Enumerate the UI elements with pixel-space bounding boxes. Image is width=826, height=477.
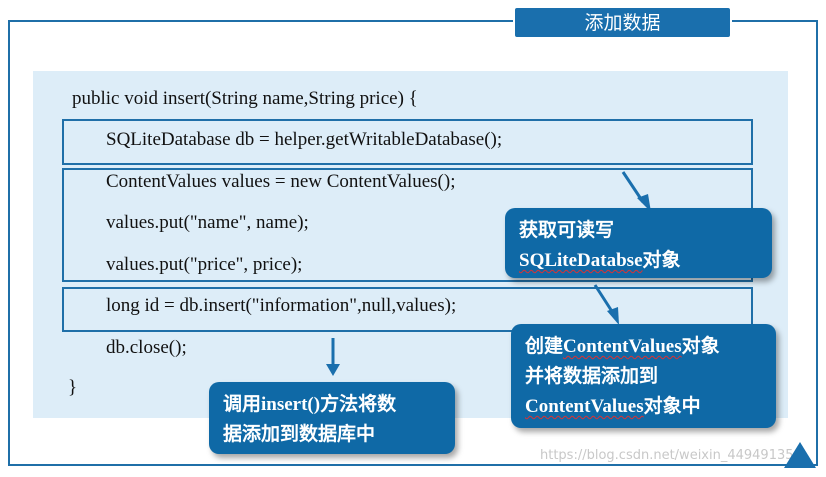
callout-cv-line1-prefix: 创建: [525, 336, 564, 357]
watermark: https://blog.csdn.net/weixin_44949135: [540, 448, 794, 463]
callout-readable-db-emph: SQLiteDatabse: [519, 250, 643, 271]
callout-cv-line3-suffix: 对象中: [643, 396, 701, 417]
code-line-put-name: values.put("name", name);: [106, 212, 309, 233]
callout-cv-line3: ContentValues对象中: [525, 392, 766, 422]
callout-cv-line1-emph: ContentValues: [563, 336, 682, 357]
callout-cv-line2: 并将数据添加到: [525, 366, 659, 387]
callout-readable-db-line2: SQLiteDatabse对象: [519, 246, 762, 276]
code-closing-brace: }: [68, 377, 78, 398]
callout-cv-line3-emph: ContentValues: [525, 396, 644, 417]
callout-insert-method: 调用insert()方法将数 据添加到数据库中: [209, 382, 455, 454]
callout-cv-line1-suffix: 对象: [681, 336, 720, 357]
code-signature: public void insert(String name,String pr…: [72, 88, 418, 109]
callout-readable-db-rest: 对象: [642, 250, 681, 271]
code-line-db: SQLiteDatabase db = helper.getWritableDa…: [106, 129, 503, 150]
highlight-box-db: [62, 119, 753, 165]
callout-readable-db: 获取可读写 SQLiteDatabse对象: [505, 208, 772, 278]
callout-content-values: 创建ContentValues对象 并将数据添加到 ContentValues对…: [511, 324, 776, 428]
code-line-insert: long id = db.insert("information",null,v…: [106, 295, 457, 316]
slide-title: 添加数据: [513, 6, 732, 39]
callout-insert-line2: 据添加到数据库中: [223, 424, 376, 445]
callout-cv-line1: 创建ContentValues对象: [525, 332, 766, 362]
highlight-box-insert: [62, 287, 753, 332]
corner-triangle-icon: [784, 442, 816, 468]
callout-readable-db-line1: 获取可读写: [519, 220, 615, 241]
arrow-to-db-callout: [621, 171, 651, 212]
code-line-close: db.close();: [106, 337, 187, 358]
code-line-values: ContentValues values = new ContentValues…: [106, 171, 456, 192]
code-line-put-price: values.put("price", price);: [106, 254, 303, 275]
arrow-to-insert-callout: [326, 338, 340, 376]
callout-insert-line1: 调用insert()方法将数: [223, 394, 397, 415]
arrow-to-contentvalues-callout: [593, 284, 619, 325]
